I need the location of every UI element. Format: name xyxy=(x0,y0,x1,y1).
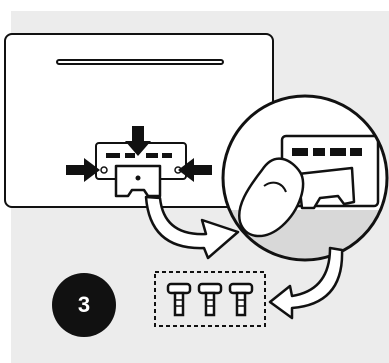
screw-icon xyxy=(197,282,223,317)
step-number-badge: 3 xyxy=(52,273,116,337)
push-arrow-icon xyxy=(66,126,212,182)
curved-arrow-icon xyxy=(268,246,344,320)
screws-group xyxy=(154,271,266,327)
screw-icon xyxy=(228,282,254,317)
stand-cover-icon xyxy=(114,164,162,198)
curved-arrow-icon xyxy=(144,195,240,260)
step-number: 3 xyxy=(77,292,91,317)
screw-icon xyxy=(166,282,192,317)
zoom-detail-circle xyxy=(221,94,389,262)
tv-slot xyxy=(56,59,224,65)
hand-icon xyxy=(237,157,305,238)
